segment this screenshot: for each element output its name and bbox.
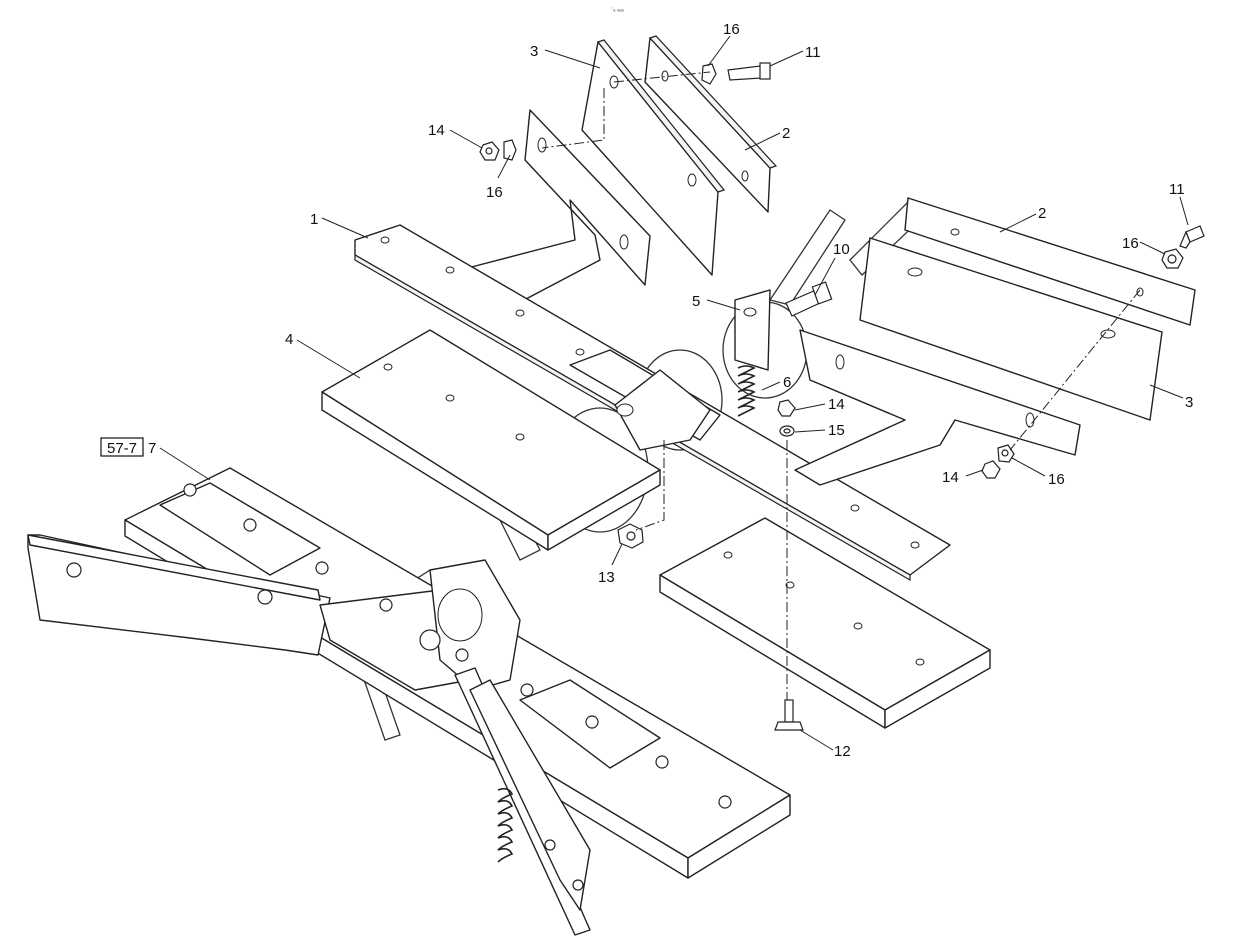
callout-2-right: 2 [1038,205,1046,222]
callout-12: 12 [834,743,851,760]
part-2-top-plate [644,35,778,213]
part-3-top-plate [581,39,726,276]
part-3-right-plate [859,237,1163,421]
callout-16-left: 16 [486,184,503,201]
callout-4: 4 [285,331,293,348]
reference-box-label: 57-7 [107,440,137,457]
callout-13: 13 [598,569,615,586]
callout-6: 6 [783,374,791,391]
callout-16-right: 16 [1122,235,1139,252]
callout-3-top: 3 [530,43,538,60]
callout-10: 10 [833,241,850,258]
callout-14-right: 14 [942,469,959,486]
leader-lines [159,35,1189,751]
assembly-7 [27,467,791,936]
callout-5: 5 [692,293,700,310]
callout-16-top: 16 [723,21,740,38]
callout-2-top: 2 [782,125,790,142]
callout-7: 7 [148,440,156,457]
callout-3-right: 3 [1185,394,1193,411]
pivot-assembly [614,289,771,451]
reference-box: 57-7 [100,437,144,457]
centerlines [541,71,1141,700]
callout-11-top: 11 [805,44,821,61]
callout-15: 15 [828,422,845,439]
top-mark: ⁻ₐ ₐₐₐ [610,7,625,13]
callout-14-top: 14 [428,122,445,139]
callout-1: 1 [310,211,318,228]
callout-16-lower: 16 [1048,471,1065,488]
callout-11-right: 11 [1169,181,1185,198]
part-4-board [321,329,661,551]
lower-right-board [659,517,991,729]
part-2-right-plate [904,197,1196,326]
callout-14-center: 14 [828,396,845,413]
callout-labels: 3 16 11 2 14 16 1 2 11 16 10 5 4 6 14 15… [148,21,1193,760]
